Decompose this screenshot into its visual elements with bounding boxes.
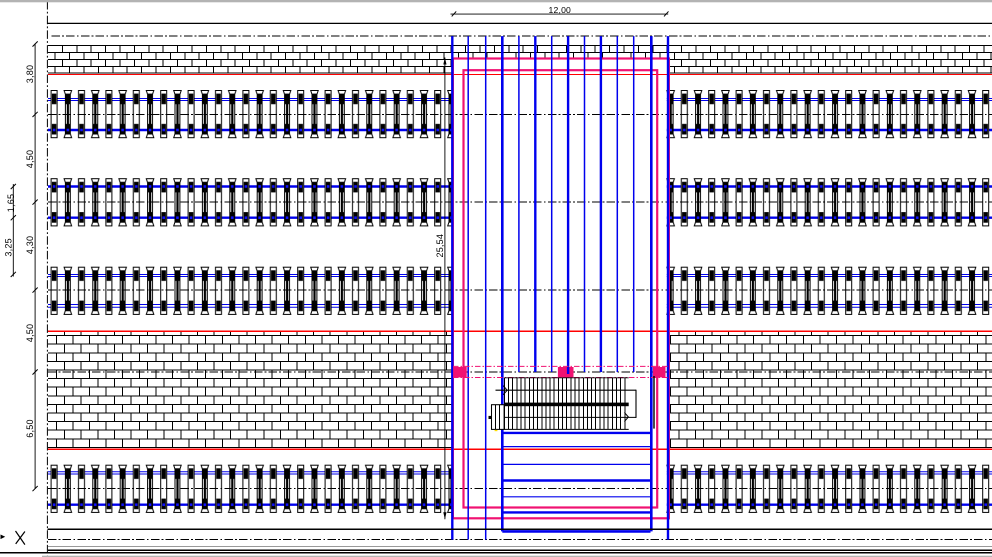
svg-text:25,54: 25,54 [435,234,445,258]
svg-text:6,50: 6,50 [25,419,35,438]
svg-text:3,80: 3,80 [25,65,35,84]
svg-text:3,25: 3,25 [4,238,14,257]
svg-text:1,65: 1,65 [6,194,16,213]
svg-text:12,00: 12,00 [549,5,572,15]
svg-text:4,50: 4,50 [25,324,35,343]
svg-text:4,30: 4,30 [25,236,35,255]
svg-text:4,50: 4,50 [25,150,35,169]
